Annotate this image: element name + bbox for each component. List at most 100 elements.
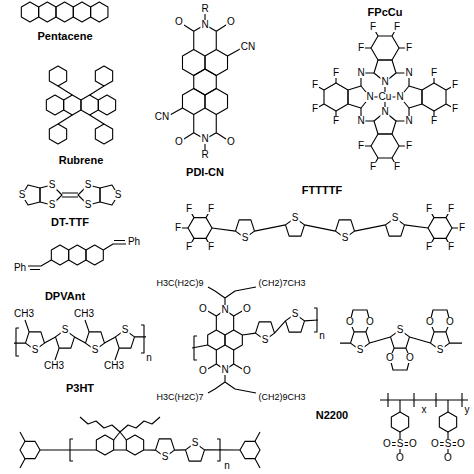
atom-label: O bbox=[174, 17, 184, 27]
molecule-name: P3HT bbox=[65, 383, 95, 394]
atom-label: S bbox=[84, 200, 93, 210]
atom-label: O bbox=[345, 317, 355, 327]
atom-label: N bbox=[220, 305, 229, 315]
fpccu-structure bbox=[315, 27, 455, 167]
molecule-name: PDI-CN bbox=[185, 167, 225, 178]
atom-label: S bbox=[161, 452, 170, 462]
pedot-structure bbox=[340, 310, 462, 370]
dpvant-structure bbox=[28, 241, 126, 270]
molecule-name: Pentacene bbox=[36, 31, 93, 42]
chain-label: (CH2)7CH3 bbox=[257, 279, 306, 288]
atom-label: Ph bbox=[127, 237, 141, 247]
dt-ttf-structure bbox=[22, 185, 118, 205]
atom-label: O bbox=[425, 317, 435, 327]
atom-label: F bbox=[393, 22, 401, 32]
atom-label: S bbox=[18, 190, 27, 200]
atom-label: S bbox=[291, 309, 300, 319]
atom-label: Cu bbox=[378, 92, 393, 102]
atom-label: O bbox=[408, 439, 418, 449]
atom-label: F bbox=[425, 204, 433, 214]
atom-label: F bbox=[207, 242, 215, 252]
atom-label: y bbox=[464, 405, 471, 415]
atom-label: O bbox=[456, 439, 466, 449]
pss-structure bbox=[380, 393, 468, 458]
atom-label: F bbox=[393, 162, 401, 172]
atom-label: F bbox=[405, 141, 413, 151]
atom-label: O bbox=[198, 366, 208, 376]
atom-label: F bbox=[447, 242, 455, 252]
atom-label: R bbox=[200, 150, 209, 160]
pdi-cn-structure bbox=[169, 9, 242, 155]
atom-label: O bbox=[365, 317, 375, 327]
molecule-name: FTTTTF bbox=[301, 185, 343, 196]
atom-label: F bbox=[332, 116, 340, 126]
molecule-name: FPcCu bbox=[367, 7, 404, 18]
atom-label: S bbox=[114, 190, 123, 200]
atom-label: CN bbox=[240, 42, 256, 52]
molecule-name: Rubrene bbox=[58, 155, 105, 166]
fttttf-structure bbox=[178, 209, 462, 247]
atom-label: F bbox=[311, 80, 319, 90]
atom-label: F bbox=[357, 141, 365, 151]
atom-label: O bbox=[382, 439, 392, 449]
atom-label: N bbox=[404, 68, 413, 78]
atom-label: N bbox=[380, 107, 389, 117]
atom-label: O bbox=[242, 304, 252, 314]
atom-label: F bbox=[207, 204, 215, 214]
n2200-structure bbox=[192, 287, 318, 393]
atom-label: S bbox=[396, 325, 405, 335]
chain-label: (CH2)9CH3 bbox=[257, 393, 306, 402]
atom-label: S bbox=[391, 213, 400, 223]
atom-label: O bbox=[443, 453, 453, 463]
rubrene-structure bbox=[46, 66, 115, 144]
atom-label: S bbox=[48, 200, 57, 210]
atom-label: O bbox=[385, 353, 395, 363]
atom-label: n bbox=[223, 461, 231, 471]
atom-label: F bbox=[451, 80, 459, 90]
atom-label: CH3 bbox=[73, 309, 95, 319]
atom-label: N bbox=[356, 68, 365, 78]
atom-label: N bbox=[200, 134, 209, 144]
atom-label: S bbox=[436, 345, 445, 355]
atom-label: S bbox=[191, 438, 200, 448]
atom-label: Ph bbox=[13, 263, 27, 273]
atom-label: N bbox=[404, 116, 413, 126]
atom-label: S bbox=[261, 335, 270, 345]
atom-label: O bbox=[445, 317, 455, 327]
atom-label: O bbox=[226, 17, 236, 27]
atom-label: F bbox=[447, 204, 455, 214]
atom-label: S bbox=[341, 233, 350, 243]
atom-label: CH3 bbox=[13, 309, 35, 319]
atom-label: CN bbox=[154, 112, 170, 122]
atom-label: S bbox=[291, 213, 300, 223]
atom-label: F bbox=[311, 104, 319, 114]
atom-label: R bbox=[200, 4, 209, 14]
atom-label: S bbox=[31, 345, 40, 355]
p3ht-structure bbox=[14, 320, 146, 360]
atom-label: O bbox=[430, 439, 440, 449]
atom-label: x bbox=[421, 405, 428, 415]
atom-label: O bbox=[174, 137, 184, 147]
atom-label: F bbox=[430, 68, 438, 78]
molecule-name: DT-TTF bbox=[50, 217, 90, 228]
atom-label: S bbox=[444, 439, 453, 449]
molecule-name: N2200 bbox=[315, 410, 349, 421]
atom-label: F bbox=[405, 43, 413, 53]
atom-label: N bbox=[356, 116, 365, 126]
pentacene-structure bbox=[21, 2, 108, 22]
atom-label: N bbox=[380, 77, 389, 87]
atom-label: F bbox=[357, 43, 365, 53]
atom-label: O bbox=[198, 304, 208, 314]
atom-label: S bbox=[356, 345, 365, 355]
atom-label: CH3 bbox=[103, 361, 125, 371]
atom-label: F bbox=[458, 223, 466, 233]
atom-label: CH3 bbox=[43, 361, 65, 371]
atom-label: F bbox=[332, 68, 340, 78]
chain-label: H3C(H2C)9 bbox=[155, 279, 204, 288]
atom-label: S bbox=[84, 180, 93, 190]
atom-label: F bbox=[369, 22, 377, 32]
atom-label: F bbox=[185, 204, 193, 214]
atom-label: F bbox=[185, 242, 193, 252]
atom-label: F bbox=[451, 104, 459, 114]
